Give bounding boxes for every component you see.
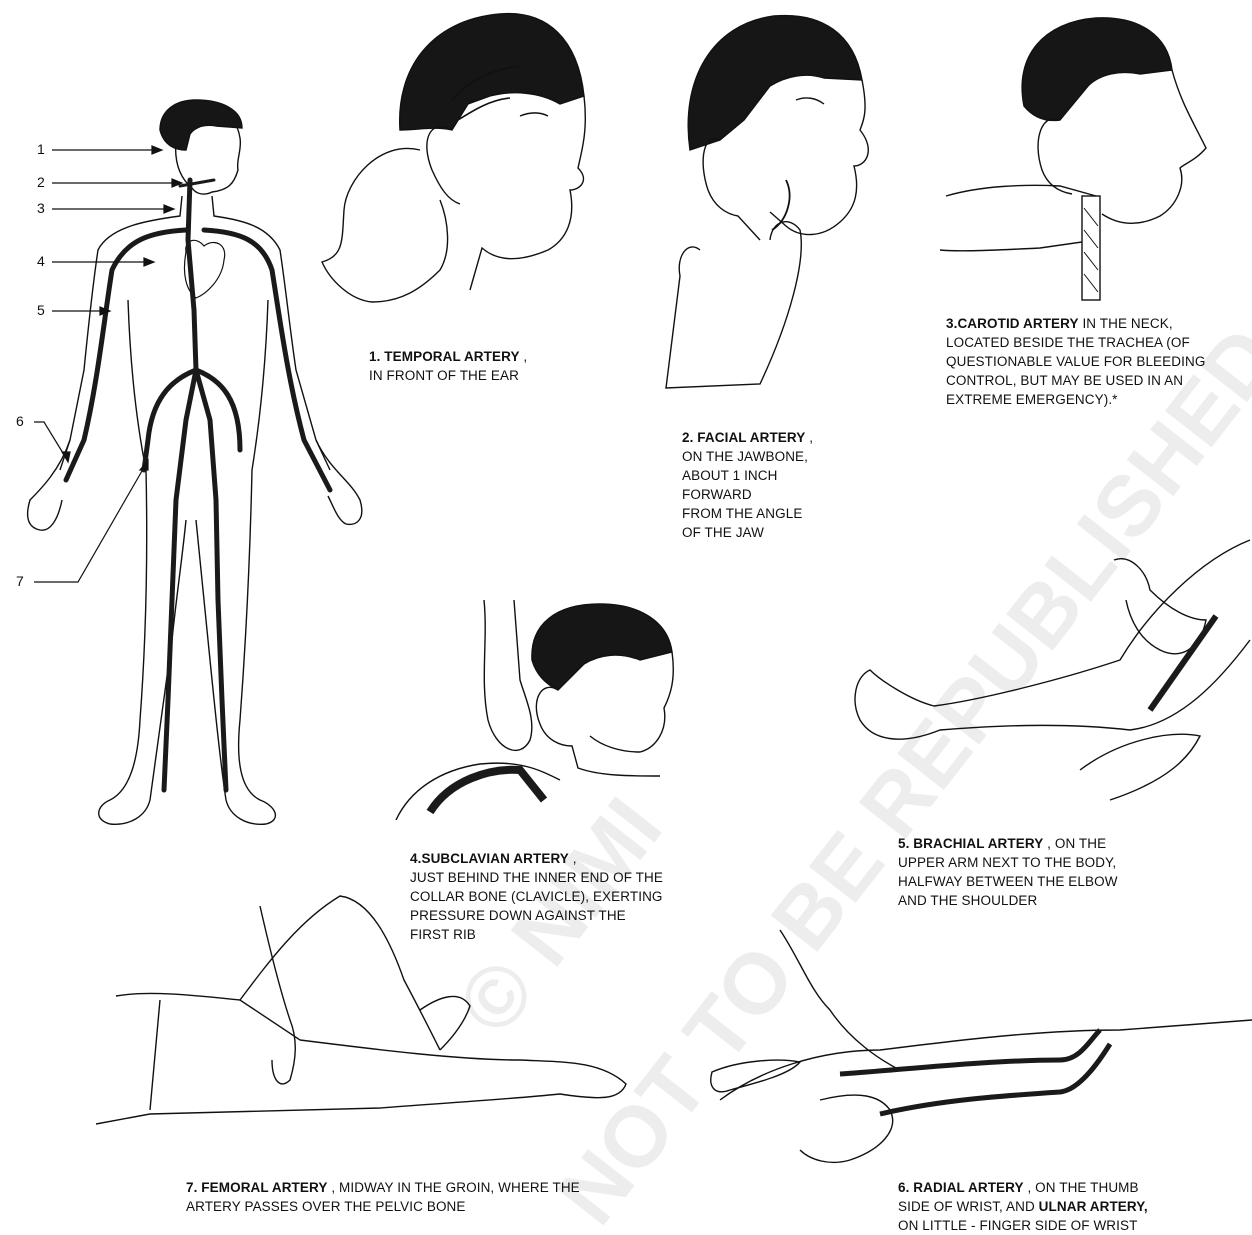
caption-line: CONTROL, BUT MAY BE USED IN AN <box>946 371 1205 390</box>
carotid-illustration <box>940 18 1206 300</box>
caption-line: EXTREME EMERGENCY).* <box>946 390 1205 409</box>
caption-radial: 6. RADIAL ARTERY , ON THE THUMB SIDE OF … <box>898 1178 1148 1235</box>
caption-line: UPPER ARM NEXT TO THE BODY, <box>898 853 1118 872</box>
temporal-illustration <box>322 14 585 302</box>
hair <box>1022 18 1172 121</box>
label-leaders <box>34 146 182 582</box>
caption-brachial-title: 5. BRACHIAL ARTERY <box>898 836 1043 851</box>
caption-sep: , <box>805 430 813 445</box>
caption-text: , ON THE THUMB <box>1024 1180 1139 1195</box>
artery-network <box>66 180 330 790</box>
subclavian-illustration <box>396 600 673 820</box>
caption-text: , MIDWAY IN THE GROIN, WHERE THE <box>327 1180 579 1195</box>
caption-femoral: 7. FEMORAL ARTERY , MIDWAY IN THE GROIN,… <box>186 1178 580 1216</box>
caption-radial-title: 6. RADIAL ARTERY <box>898 1180 1024 1195</box>
caption-line: IN FRONT OF THE EAR <box>369 366 527 385</box>
caption-line: FORWARD <box>682 485 813 504</box>
caption-sep: , <box>520 349 528 364</box>
figure-label-3: 3 <box>37 200 45 216</box>
figure-label-1: 1 <box>37 141 45 157</box>
caption-line: JUST BEHIND THE INNER END OF THE <box>410 868 663 887</box>
caption-line: AND THE SHOULDER <box>898 891 1118 910</box>
head-hair <box>160 100 242 150</box>
caption-line: ON THE JAWBONE, <box>682 447 813 466</box>
caption-line: QUESTIONABLE VALUE FOR BLEEDING <box>946 352 1205 371</box>
figure-label-4: 4 <box>37 253 45 269</box>
caption-line: LOCATED BESIDE THE TRACHEA (OF <box>946 333 1205 352</box>
caption-text: SIDE OF WRIST, AND <box>898 1199 1039 1214</box>
caption-temporal: 1. TEMPORAL ARTERY , IN FRONT OF THE EAR <box>369 347 527 385</box>
figure-label-6: 6 <box>16 413 24 429</box>
caption-carotid-title: 3.CAROTID ARTERY <box>946 316 1079 331</box>
caption-temporal-title: 1. TEMPORAL ARTERY <box>369 349 520 364</box>
caption-line: FIRST RIB <box>410 925 663 944</box>
caption-ulnar-title: ULNAR ARTERY, <box>1039 1199 1148 1214</box>
watermark-line2: NOT TO BE REPUBLISHED <box>539 310 1252 1230</box>
caption-facial-title: 2. FACIAL ARTERY <box>682 430 805 445</box>
caption-line: OF THE JAW <box>682 523 813 542</box>
figure-label-5: 5 <box>37 302 45 318</box>
caption-line: COLLAR BONE (CLAVICLE), EXERTING <box>410 887 663 906</box>
figure-label-2: 2 <box>37 174 45 190</box>
caption-subclavian-title: 4.SUBCLAVIAN ARTERY <box>410 851 569 866</box>
figure-label-7: 7 <box>16 573 24 589</box>
caption-line: ON LITTLE - FINGER SIDE OF WRIST <box>898 1216 1148 1235</box>
caption-text: IN THE NECK, <box>1079 316 1173 331</box>
caption-carotid: 3.CAROTID ARTERY IN THE NECK, LOCATED BE… <box>946 314 1205 409</box>
caption-subclavian: 4.SUBCLAVIAN ARTERY , JUST BEHIND THE IN… <box>410 849 663 944</box>
caption-line: PRESSURE DOWN AGAINST THE <box>410 906 663 925</box>
caption-line: FROM THE ANGLE <box>682 504 813 523</box>
caption-brachial: 5. BRACHIAL ARTERY , ON THE UPPER ARM NE… <box>898 834 1118 910</box>
caption-sep: , <box>569 851 577 866</box>
watermark: © NIMI NOT TO BE REPUBLISHED <box>439 310 1252 1230</box>
caption-line: ABOUT 1 INCH <box>682 466 813 485</box>
caption-line: ARTERY PASSES OVER THE PELVIC BONE <box>186 1197 580 1216</box>
hair <box>688 16 862 150</box>
caption-femoral-title: 7. FEMORAL ARTERY <box>186 1180 327 1195</box>
hair <box>532 604 672 690</box>
facial-illustration <box>666 16 868 388</box>
caption-facial: 2. FACIAL ARTERY , ON THE JAWBONE, ABOUT… <box>682 428 813 542</box>
caption-line: HALFWAY BETWEEN THE ELBOW <box>898 872 1118 891</box>
caption-text: , ON THE <box>1043 836 1106 851</box>
